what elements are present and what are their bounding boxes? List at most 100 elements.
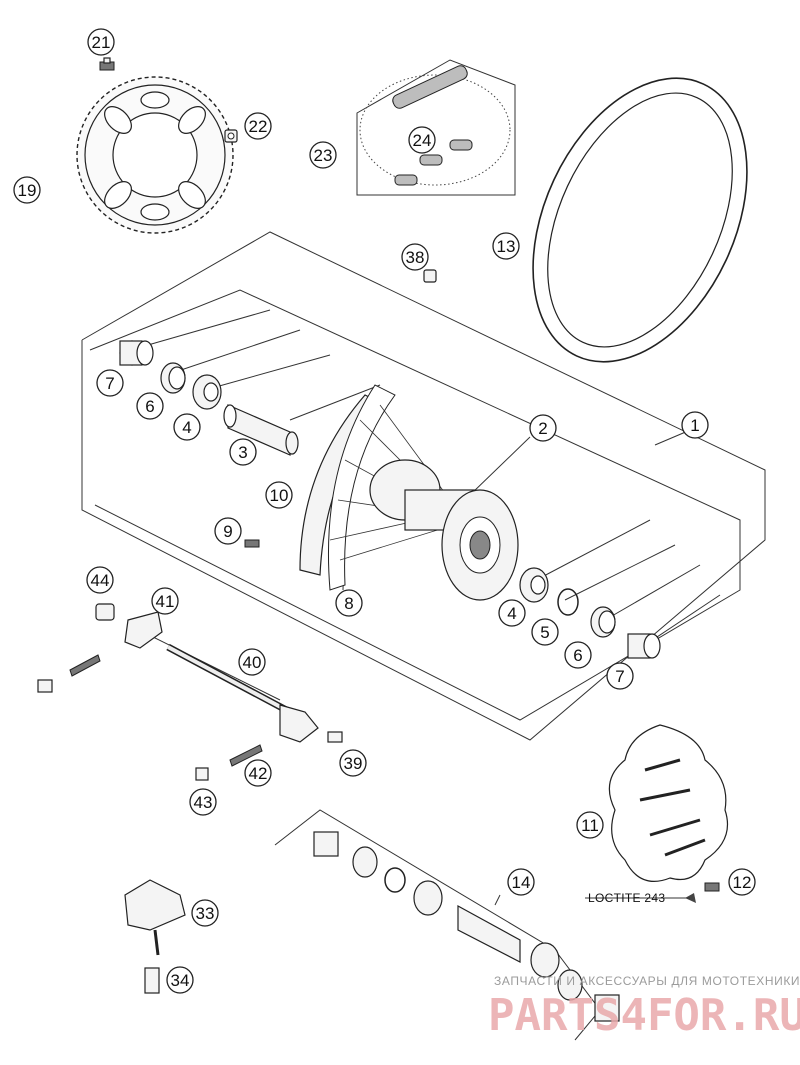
callout-label: 4 — [182, 418, 191, 437]
callout-41: 41 — [151, 587, 179, 615]
callout-label: 3 — [238, 443, 247, 462]
bolt-39 — [327, 731, 343, 743]
watermark-tagline: ЗАПЧАСТИ И АКСЕССУАРЫ ДЛЯ МОТОТЕХНИКИ — [494, 974, 800, 988]
callout-label: 33 — [196, 904, 215, 923]
right-seal-6 — [590, 606, 616, 638]
rear-tire — [532, 77, 748, 363]
callout-6a: 6 — [136, 392, 164, 420]
rear-sprocket — [76, 76, 234, 234]
brake-disc — [608, 724, 729, 882]
callout-34: 34 — [166, 966, 194, 994]
spoke-nipple — [244, 539, 260, 548]
callout-label: 7 — [105, 374, 114, 393]
callout-23: 23 — [309, 141, 337, 169]
callout-2: 2 — [529, 414, 557, 442]
rear-axle — [166, 643, 319, 743]
callout-label: 43 — [194, 793, 213, 812]
callout-1: 1 — [681, 411, 709, 439]
callout-11: 11 — [576, 811, 604, 839]
callout-circle — [136, 392, 164, 420]
callout-label: 8 — [344, 594, 353, 613]
callout-42: 42 — [244, 759, 272, 787]
callout-4b: 4 — [498, 599, 526, 627]
callout-38: 38 — [401, 243, 429, 271]
callout-circle — [189, 788, 217, 816]
callout-circle — [238, 648, 266, 676]
loctite-note: LOCTITE 243 — [588, 891, 665, 905]
callout-circle — [492, 232, 520, 260]
callout-circle — [214, 517, 242, 545]
callout-label: 41 — [156, 592, 175, 611]
callout-14: 14 — [507, 868, 535, 896]
wheel-rim — [299, 384, 396, 591]
callout-9: 9 — [214, 517, 242, 545]
callout-10: 10 — [265, 481, 293, 509]
callout-label: 39 — [344, 754, 363, 773]
wheel-hub — [369, 459, 519, 601]
callout-label: 40 — [243, 653, 262, 672]
callout-label: 44 — [91, 571, 110, 590]
spacer-kit-parts — [313, 831, 620, 1022]
callout-label: 1 — [690, 416, 699, 435]
hub-spacer — [223, 404, 299, 456]
callout-circle — [529, 414, 557, 442]
callout-19: 19 — [13, 176, 41, 204]
callout-4a: 4 — [173, 413, 201, 441]
left-seal-6 — [160, 362, 186, 394]
valve-cap — [423, 269, 437, 283]
callout-circle — [309, 141, 337, 169]
callout-label: 24 — [413, 131, 432, 150]
callout-circle — [13, 176, 41, 204]
callout-44: 44 — [86, 566, 114, 594]
callout-circle — [173, 413, 201, 441]
callout-7a: 7 — [96, 369, 124, 397]
callout-5: 5 — [531, 618, 559, 646]
callout-circle — [335, 589, 363, 617]
callout-label: 12 — [733, 873, 752, 892]
callout-label: 22 — [249, 117, 268, 136]
callout-label: 10 — [270, 486, 289, 505]
callout-circle — [151, 587, 179, 615]
callout-circle — [498, 599, 526, 627]
callout-circle — [339, 749, 367, 777]
callout-22: 22 — [244, 112, 272, 140]
callout-13: 13 — [492, 232, 520, 260]
callout-label: 2 — [538, 419, 547, 438]
callout-label: 23 — [314, 146, 333, 165]
chain-adjuster-41 — [124, 611, 163, 649]
callout-39: 39 — [339, 749, 367, 777]
circlip-5 — [557, 588, 579, 616]
callout-circle — [564, 641, 592, 669]
callout-label: 14 — [512, 873, 531, 892]
callout-label: 42 — [249, 764, 268, 783]
callout-circle — [191, 899, 219, 927]
disc-bolt — [685, 882, 720, 903]
callout-label: 6 — [573, 646, 582, 665]
callout-circle — [96, 369, 124, 397]
callout-circle — [244, 112, 272, 140]
callout-7b: 7 — [606, 662, 634, 690]
callout-circle — [531, 618, 559, 646]
chain-guide-33 — [124, 879, 186, 956]
callout-label: 34 — [171, 971, 190, 990]
callout-label: 6 — [145, 397, 154, 416]
sprocket-nut — [224, 129, 238, 143]
callout-label: 4 — [507, 604, 516, 623]
callout-40: 40 — [238, 648, 266, 676]
sprocket-bolt — [99, 57, 115, 71]
adjuster-screw-42 — [229, 744, 263, 767]
callout-label: 13 — [497, 237, 516, 256]
callout-24: 24 — [408, 126, 436, 154]
callout-label: 11 — [581, 816, 599, 835]
bushing-34 — [144, 967, 160, 994]
callout-circle — [576, 811, 604, 839]
callout-group: 1234456677891011121314192122232433343839… — [13, 28, 756, 994]
callout-label: 38 — [406, 248, 425, 267]
callout-circle — [401, 243, 429, 271]
callout-6b: 6 — [564, 641, 592, 669]
callout-label: 5 — [540, 623, 549, 642]
callout-8: 8 — [335, 589, 363, 617]
nut-43 — [195, 767, 209, 781]
callout-circle — [606, 662, 634, 690]
callout-21: 21 — [87, 28, 115, 56]
